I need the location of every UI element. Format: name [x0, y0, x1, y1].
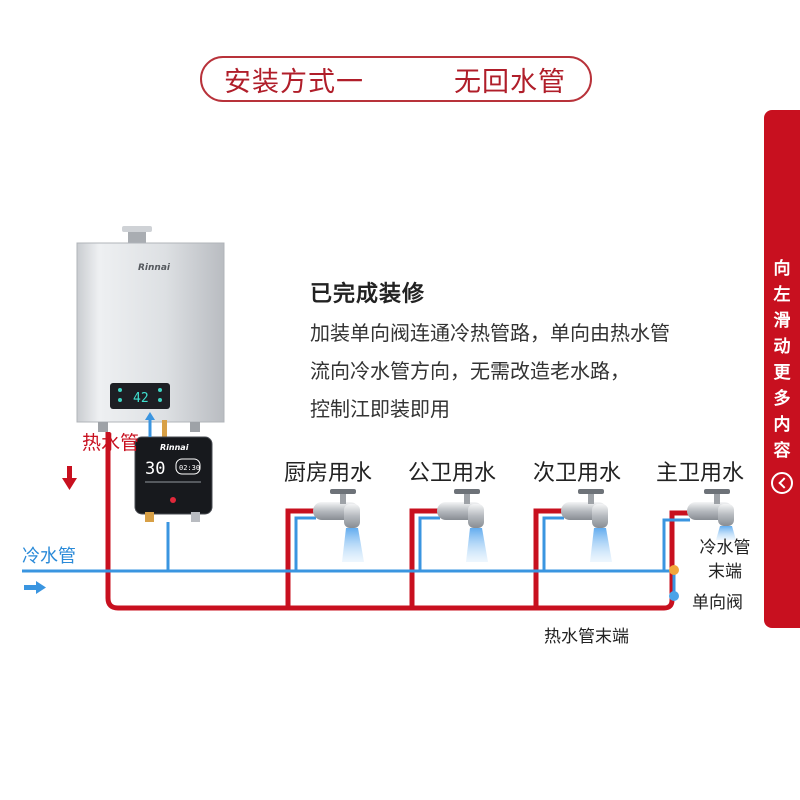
heater-indicator-icon [118, 398, 122, 402]
heater-indicator-icon [158, 388, 162, 392]
heater-indicator-icon [118, 388, 122, 392]
hot-pipe-main [105, 432, 690, 611]
valve-icon [669, 565, 679, 575]
cold-inlet-arrow-shaft [24, 585, 38, 590]
hot-pipe-branch [409, 508, 440, 608]
faucet-label-kitchen: 厨房用水 [284, 461, 373, 486]
faucet-stem [340, 492, 346, 504]
arrow-right-icon [36, 581, 46, 594]
chevron-left-icon [771, 472, 793, 494]
faucet-icon [561, 489, 612, 562]
faucet-head [468, 504, 484, 528]
heater-indicator-icon [158, 398, 162, 402]
faucet-stem [464, 492, 470, 504]
heater-exhaust-cap [122, 226, 152, 232]
faucet-label-public-bath: 公卫用水 [408, 461, 497, 486]
faucet-handle [704, 489, 730, 494]
heater-brand: Rinnai [138, 263, 171, 273]
pump-icon-row [145, 481, 201, 483]
check-valve-label: 单向阀 [692, 593, 743, 613]
cold-pipe-branch [418, 516, 440, 571]
info-line: 流向冷水管方向，无需改造老水路， [310, 359, 630, 383]
faucet-label-master-bath: 主卫用水 [656, 461, 745, 486]
heater-pipe-stub [98, 422, 108, 432]
heater-display-panel [110, 383, 170, 409]
swipe-more-label: 向左滑动更多内容 [773, 259, 791, 461]
info-description: 加装单向阀连通冷热管路，单向由热水管 流向冷水管方向，无需改造老水路， 控制江即… [310, 314, 760, 428]
heater-pipe-stub [190, 422, 200, 432]
water-stream [466, 528, 488, 562]
pump-inlet [162, 420, 167, 438]
pump-clock-frame [175, 458, 201, 475]
cold-pipe-branch [294, 516, 316, 571]
faucet-head [344, 504, 360, 528]
faucet-stem [714, 492, 720, 504]
faucet-icon [313, 489, 364, 562]
water-stream [590, 528, 612, 562]
faucet-icon [687, 489, 736, 540]
faucet-handle [454, 489, 480, 494]
hot-pipe-end-label: 热水管末端 [544, 627, 629, 647]
pump-temperature: 30 [145, 459, 165, 479]
install-method-name: 无回水管 [454, 66, 566, 98]
hot-pipe-branch [533, 508, 564, 608]
heater-temperature: 42 [133, 391, 149, 406]
faucet-head [718, 504, 734, 526]
check-valve-icon [669, 591, 679, 601]
faucet-handle [578, 489, 604, 494]
faucet-icon [437, 489, 488, 562]
hot-pipe-branch [285, 508, 316, 608]
circulation-pump: Rinnai 30 02:30 [134, 420, 213, 522]
water-heater: Rinnai 42 [76, 226, 225, 432]
cold-pipe-main [22, 569, 676, 595]
faucet-head [592, 504, 608, 528]
faucet-label-second-bath: 次卫用水 [533, 461, 622, 486]
pump-body [134, 436, 213, 515]
info-line: 加装单向阀连通冷热管路，单向由热水管 [310, 321, 670, 345]
cold-pipe-end-label: 冷水管 末端 [699, 538, 751, 582]
info-line: 控制江即装即用 [310, 397, 450, 421]
arrow-down-icon [62, 478, 77, 490]
title-pill: 安装方式一 无回水管 [200, 56, 592, 102]
cold-pipe-label: 冷水管 [22, 546, 76, 567]
water-stream [342, 528, 364, 562]
pump-clock: 02:30 [179, 464, 200, 472]
arrow-up-icon [145, 412, 155, 420]
pump-power-icon [170, 497, 176, 503]
hot-pipe-label: 热水管 [82, 432, 140, 454]
cold-pipe-branch [662, 518, 690, 571]
info-heading: 已完成装修 [310, 282, 426, 307]
pump-brand: Rinnai [160, 443, 189, 452]
faucet-stem [588, 492, 594, 504]
pump-fitting [145, 512, 154, 522]
install-method-label: 安装方式一 [224, 66, 364, 98]
faucet-handle [330, 489, 356, 494]
water-stream [716, 526, 736, 540]
cold-pipe-branch [542, 516, 564, 571]
hot-flow-arrow-shaft [67, 466, 72, 480]
heater-exhaust [128, 230, 146, 244]
pump-fitting [191, 512, 200, 522]
swipe-more-tab[interactable]: 向左滑动更多内容 [764, 110, 800, 628]
